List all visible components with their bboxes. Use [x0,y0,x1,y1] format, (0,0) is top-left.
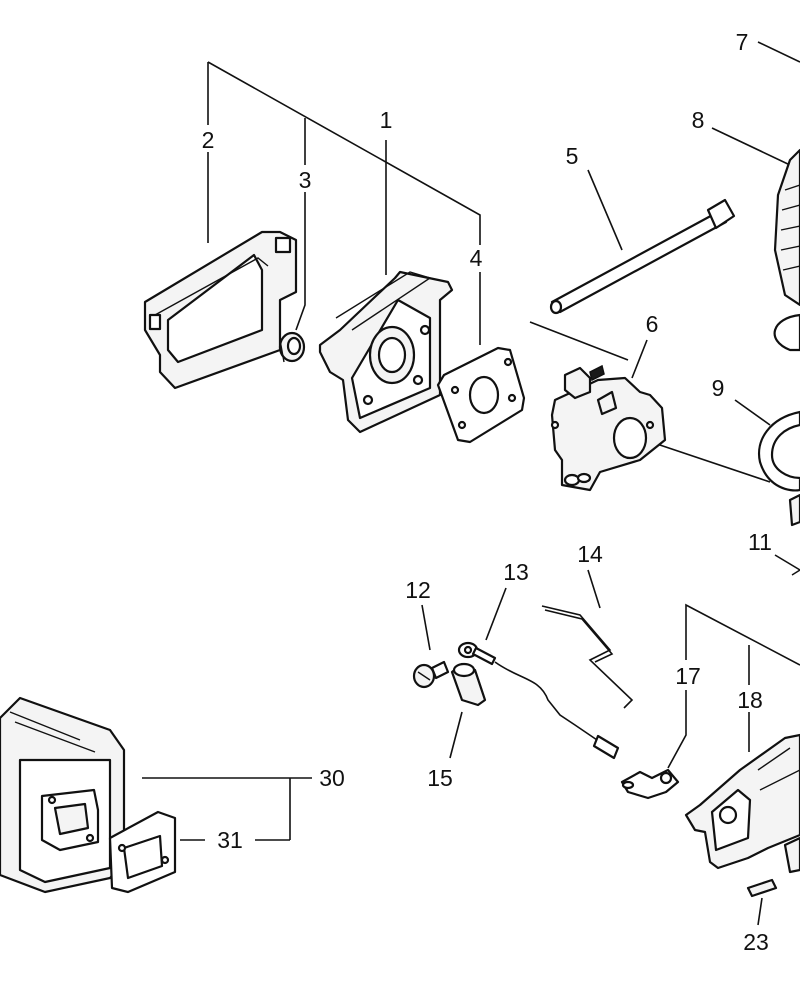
part-11-bracket [791,569,800,576]
leader-6b [644,439,771,483]
callout-30: 30 [319,765,345,791]
part-17-clip [620,768,680,800]
bracket-2-4 [207,61,481,245]
part-30-muffler [0,696,126,894]
part-4-gasket [436,346,526,444]
callout-14: 14 [577,541,603,567]
callout-13: 13 [503,559,529,585]
leader-14 [587,569,601,609]
part-14-rod [541,605,634,709]
part-8-air-filter [773,148,800,352]
callout-5: 5 [566,143,579,169]
leader-6 [529,321,648,379]
callout-7: 7 [736,29,749,55]
part-2-gasket-frame [143,230,298,390]
leader-3 [295,118,306,331]
part-3-grommet [278,331,306,363]
leader-15 [449,711,463,759]
callout-3: 3 [299,167,312,193]
callout-18: 18 [737,687,763,713]
leader-lines [142,41,800,926]
part-31-gasket [108,810,177,894]
leader-12 [421,604,431,651]
part-5-tube [549,198,736,315]
leader-17 [667,690,687,769]
callout-17: 17 [675,663,701,689]
leader-8 [711,127,791,166]
part-15-sleeve [450,662,487,707]
leader-13 [485,587,507,641]
part-18-housing [684,733,800,874]
bracket-17-18 [685,603,800,666]
bracket-30 [142,777,312,840]
callout-31: 31 [217,827,243,853]
callout-23: 23 [743,929,769,955]
leader-11 [774,554,800,571]
callout-15: 15 [427,765,453,791]
part-12-screw [412,660,450,689]
part-1-adapter [318,270,454,434]
callout-9: 9 [712,375,725,401]
part-13-wire [457,641,620,760]
callout-1: 1 [380,107,393,133]
leader-9 [734,399,771,426]
callout-6: 6 [646,311,659,337]
leader-5 [587,169,623,251]
leader-23 [757,897,763,926]
part-6-carburetor [550,364,667,492]
callout-4: 4 [470,245,483,271]
leader-7 [757,41,800,63]
part-9-ring [757,410,800,527]
callout-labels: 1 2 3 4 5 6 7 8 9 11 12 13 14 15 17 18 2… [202,29,772,955]
callout-11: 11 [748,529,772,555]
part-23-tag [746,878,778,898]
callout-12: 12 [405,577,431,603]
callout-2: 2 [202,127,215,153]
callout-8: 8 [692,107,705,133]
